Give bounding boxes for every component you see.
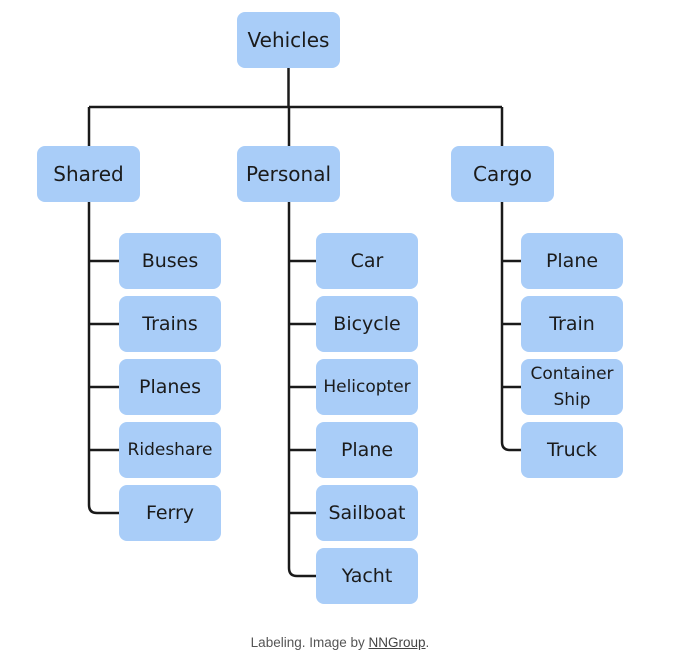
node-personal-box xyxy=(237,146,340,202)
node-personal-helicopter: Helicopter xyxy=(316,359,418,415)
node-personal-plane-label: Plane xyxy=(341,439,393,461)
node-vehicles-label: Vehicles xyxy=(248,28,330,52)
connector-lines xyxy=(87,68,521,578)
node-shared-rideshare: Rideshare xyxy=(119,422,221,478)
node-personal-plane-box xyxy=(316,422,418,478)
node-personal-bicycle: Bicycle xyxy=(316,296,418,352)
node-cargo-box xyxy=(451,146,554,202)
caption-prefix: Labeling. Image by xyxy=(250,635,369,650)
branch-personal-5 xyxy=(287,567,316,578)
node-personal-car-label: Car xyxy=(351,250,384,272)
node-cargo-plane-box xyxy=(521,233,623,289)
node-vehicles: Vehicles xyxy=(237,12,340,68)
caption-suffix: . xyxy=(425,635,430,650)
branch-cargo-3 xyxy=(500,441,521,452)
node-cargo-train: Train xyxy=(521,296,623,352)
node-cargo-plane-label: Plane xyxy=(546,250,598,272)
node-cargo-label: Cargo xyxy=(473,162,532,186)
node-shared-label: Shared xyxy=(53,162,123,186)
node-cargo-train-label: Train xyxy=(548,313,595,335)
node-shared-trains-label: Trains xyxy=(141,313,198,335)
node-shared-buses-box xyxy=(119,233,221,289)
node-shared-box xyxy=(37,146,140,202)
node-personal-car-box xyxy=(316,233,418,289)
node-personal-helicopter-label: Helicopter xyxy=(323,377,410,397)
node-shared-rideshare-box xyxy=(119,422,221,478)
node-personal-helicopter-box xyxy=(316,359,418,415)
node-shared-planes-label: Planes xyxy=(139,376,201,398)
branch-shared-4 xyxy=(87,504,119,515)
node-cargo-truck-box xyxy=(521,422,623,478)
node-cargo-train-box xyxy=(521,296,623,352)
node-shared-planes: Planes xyxy=(119,359,221,415)
node-personal-yacht-box xyxy=(316,548,418,604)
node-personal-label: Personal xyxy=(246,162,331,186)
node-shared: Shared xyxy=(37,146,140,202)
image-caption: Labeling. Image by NNGroup. xyxy=(0,635,680,650)
node-personal-sailboat-label: Sailboat xyxy=(328,502,405,524)
node-shared-ferry: Ferry xyxy=(119,485,221,541)
node-shared-buses: Buses xyxy=(119,233,221,289)
node-cargo-truck: Truck xyxy=(521,422,623,478)
diagram-nodes: VehiclesSharedBusesTrainsPlanesRideshare… xyxy=(37,12,623,604)
node-shared-ferry-box xyxy=(119,485,221,541)
node-vehicles-box xyxy=(237,12,340,68)
caption-source-link[interactable]: NNGroup xyxy=(368,635,426,650)
node-cargo: Cargo xyxy=(451,146,554,202)
node-personal-car: Car xyxy=(316,233,418,289)
node-personal-sailboat: Sailboat xyxy=(316,485,418,541)
node-cargo-container-ship-box xyxy=(521,359,623,415)
node-personal-yacht-label: Yacht xyxy=(341,565,393,587)
node-cargo-container-ship-label: Ship xyxy=(553,390,590,410)
node-shared-trains-box xyxy=(119,296,221,352)
node-personal: Personal xyxy=(237,146,340,202)
node-personal-bicycle-label: Bicycle xyxy=(333,313,400,335)
node-shared-trains: Trains xyxy=(119,296,221,352)
node-cargo-plane: Plane xyxy=(521,233,623,289)
node-cargo-truck-label: Truck xyxy=(546,439,597,461)
node-shared-rideshare-label: Rideshare xyxy=(128,440,213,460)
node-shared-buses-label: Buses xyxy=(142,250,199,272)
node-cargo-container-ship-label: Container xyxy=(530,364,613,384)
node-personal-yacht: Yacht xyxy=(316,548,418,604)
node-shared-ferry-label: Ferry xyxy=(146,502,194,524)
node-personal-bicycle-box xyxy=(316,296,418,352)
node-shared-planes-box xyxy=(119,359,221,415)
node-personal-plane: Plane xyxy=(316,422,418,478)
node-personal-sailboat-box xyxy=(316,485,418,541)
